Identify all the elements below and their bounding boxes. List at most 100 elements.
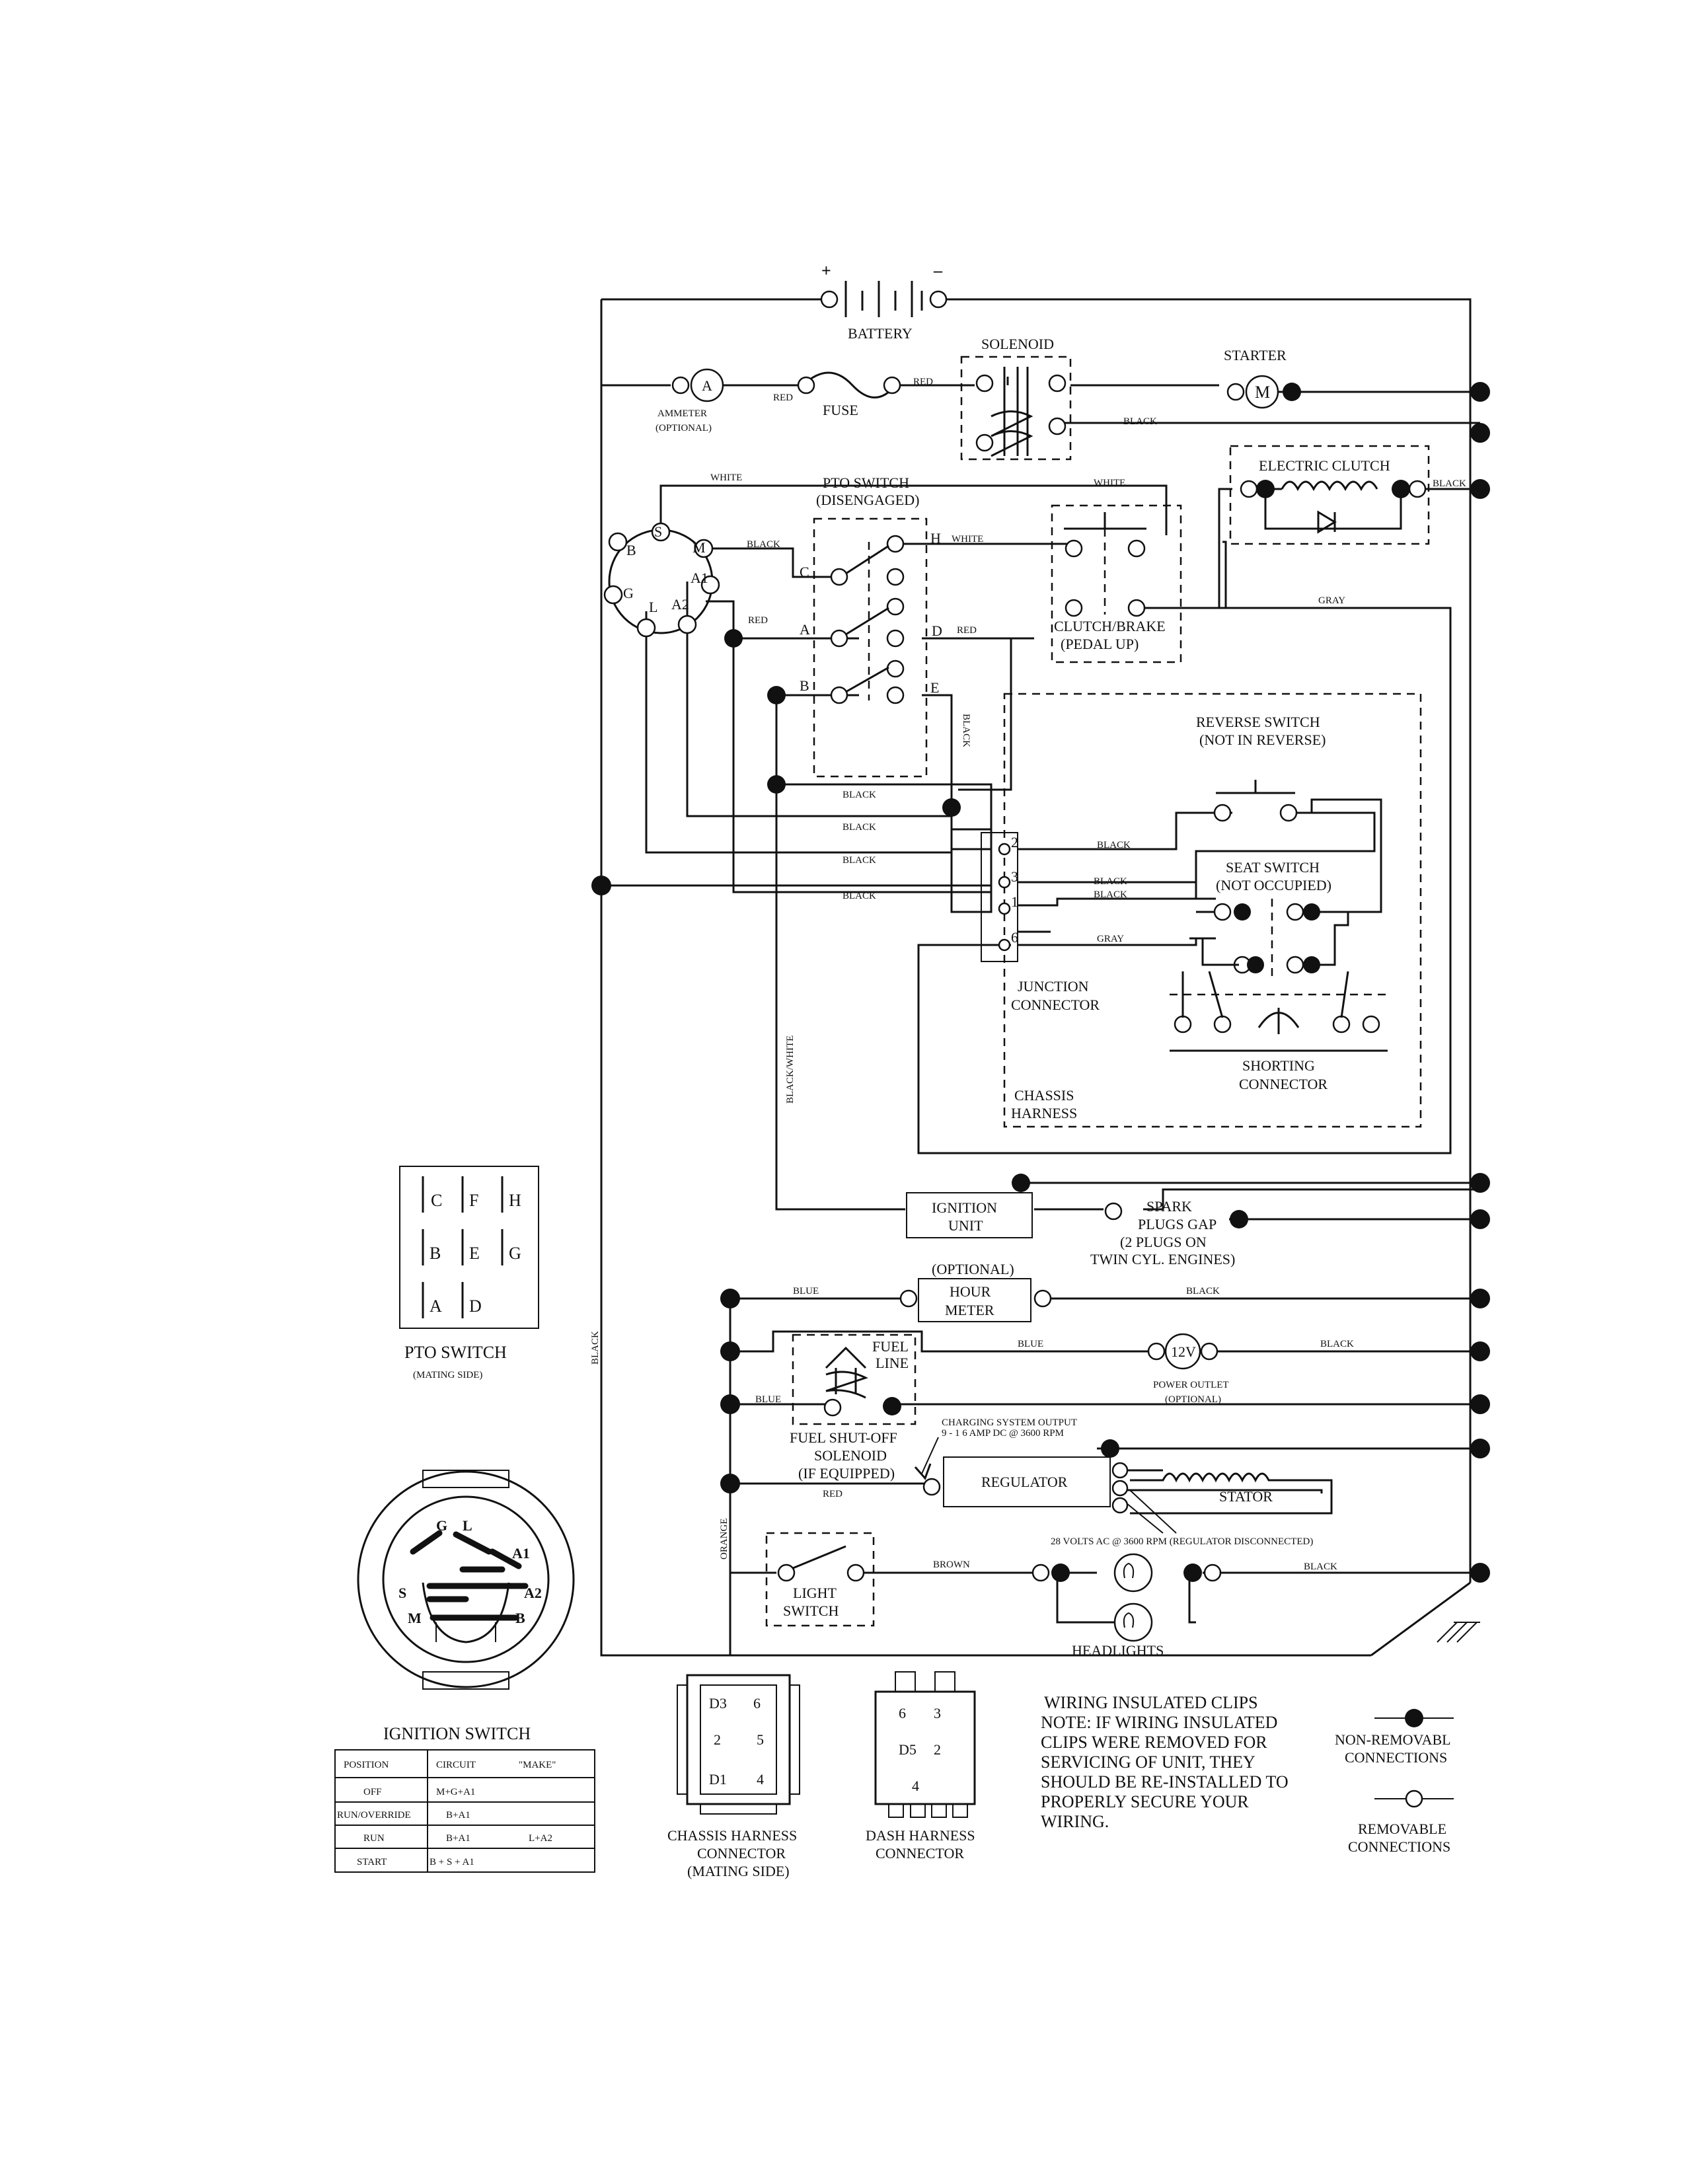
battery-plus-label: + bbox=[821, 261, 831, 280]
ignition-terminal-a2: A2 bbox=[671, 596, 689, 613]
battery-label: BATTERY bbox=[848, 325, 913, 342]
wire-label-black-1: BLACK bbox=[1123, 416, 1157, 427]
wire-label-white-1: WHITE bbox=[710, 472, 742, 483]
dial-label-l: L bbox=[463, 1517, 472, 1534]
pto-mating-subtitle: (MATING SIDE) bbox=[413, 1370, 482, 1380]
ignition-switch-schematic: S M B A1 G L A2 bbox=[603, 522, 743, 648]
power-outlet: 12V POWER OUTLET (OPTIONAL) bbox=[1147, 1333, 1229, 1405]
ignition-terminal-m: M bbox=[693, 539, 706, 556]
wire-label-brown: BROWN bbox=[933, 1560, 970, 1570]
chassis-pin-d1: D1 bbox=[709, 1771, 727, 1788]
chassis-harness-label-1: CHASSIS bbox=[1014, 1087, 1074, 1104]
clutch-brake-switch: CLUTCH/BRAKE (PEDAL UP) bbox=[1051, 504, 1182, 663]
junction-pin-1: 1 bbox=[1011, 893, 1018, 910]
ignition-terminal-l: L bbox=[649, 599, 657, 615]
ammeter-optional-label: (OPTIONAL) bbox=[655, 423, 712, 433]
wire-label-black-14: BLACK bbox=[1320, 1339, 1354, 1349]
pto-switch-label: PTO SWITCH bbox=[823, 474, 909, 491]
reverse-switch-state: (NOT IN REVERSE) bbox=[1199, 732, 1326, 748]
chassis-pin-4: 4 bbox=[757, 1771, 764, 1788]
light-switch: LIGHT SWITCH bbox=[765, 1532, 875, 1627]
legend-removable-1: REMOVABLE bbox=[1358, 1821, 1446, 1837]
spark-plugs-label-4: TWIN CYL. ENGINES) bbox=[1090, 1251, 1235, 1267]
pto-mating-row-1: C F H bbox=[422, 1176, 521, 1213]
headlights-label: HEADLIGHTS bbox=[1072, 1642, 1164, 1659]
pto-terminal-e: E bbox=[930, 679, 939, 696]
wire-label-white-2: WHITE bbox=[1094, 478, 1125, 488]
table-cell-start-circuit: B + S + A1 bbox=[430, 1857, 474, 1867]
dash-connector-title-2: CONNECTOR bbox=[876, 1845, 964, 1862]
power-outlet-label-2: (OPTIONAL) bbox=[1165, 1394, 1221, 1405]
junction-dots bbox=[591, 382, 1490, 1583]
legend-non-removable-1: NON-REMOVABL bbox=[1335, 1731, 1451, 1748]
hour-meter: (OPTIONAL) HOUR METER bbox=[899, 1261, 1052, 1322]
clutch-brake-label: CLUTCH/BRAKE bbox=[1054, 618, 1166, 634]
table-cell-runoverride-position: RUN/OVERRIDE bbox=[337, 1810, 411, 1821]
dash-harness-connector: 6 3 D5 2 4 DASH HARNESS CONNECTOR bbox=[866, 1671, 976, 1862]
note-line-5: SHOULD BE RE-INSTALLED TO bbox=[1041, 1772, 1289, 1791]
chassis-connector-title-3: (MATING SIDE) bbox=[687, 1863, 790, 1879]
legend-removable-marker bbox=[1405, 1789, 1423, 1808]
battery-symbol: + – BATTERY bbox=[820, 261, 948, 342]
ignition-switch-title: IGNITION SWITCH bbox=[383, 1724, 531, 1743]
wire-label-gray-1: GRAY bbox=[1318, 595, 1345, 606]
wire-label-black-11: BLACK bbox=[961, 714, 971, 747]
dash-pin-3: 3 bbox=[934, 1705, 941, 1721]
pto-mating-row-2: B E G bbox=[422, 1229, 521, 1265]
wire-label-gray-2: GRAY bbox=[1097, 934, 1124, 944]
pto-switch-schematic: PTO SWITCH (DISENGAGED) C H A D B E bbox=[767, 474, 961, 817]
pto-mating-cell-c: C bbox=[431, 1191, 442, 1210]
dash-pin-4: 4 bbox=[912, 1778, 919, 1794]
note-line-2: NOTE: IF WIRING INSULATED bbox=[1041, 1713, 1277, 1732]
table-header-make: "MAKE" bbox=[519, 1760, 556, 1770]
table-cell-off-position: OFF bbox=[363, 1787, 382, 1797]
wire-label-black-6: BLACK bbox=[842, 855, 876, 866]
wire-label-orange: ORANGE bbox=[719, 1519, 730, 1560]
chassis-harness-connector: D3 6 2 5 D1 4 CHASSIS HARNESS CONNECTOR … bbox=[667, 1674, 800, 1879]
pto-terminal-d: D bbox=[932, 622, 942, 639]
ignition-switch-diagram: G L A1 S A2 M B IGNITION SWITCH POSITION… bbox=[334, 1470, 595, 1873]
ignition-terminal-b: B bbox=[626, 542, 636, 558]
fuse: FUSE bbox=[797, 376, 901, 418]
ignition-unit-label-1: IGNITION bbox=[932, 1199, 997, 1216]
junction-pin-2: 2 bbox=[1011, 834, 1018, 850]
ignition-terminal-s: S bbox=[654, 523, 662, 540]
starter-symbol: M bbox=[1255, 383, 1270, 402]
table-cell-start-position: START bbox=[357, 1857, 387, 1867]
table-cell-run-position: RUN bbox=[363, 1833, 385, 1844]
electric-clutch: ELECTRIC CLUTCH bbox=[1229, 445, 1430, 545]
chassis-harness: 2 3 1 6 JUNCTION CONNECTOR CHASSIS HARNE… bbox=[981, 693, 1422, 1128]
pto-switch-mating-diagram: C F H B E G A D PTO SWITCH (MATING SIDE) bbox=[399, 1166, 539, 1380]
wire-label-red-4: RED bbox=[957, 625, 977, 636]
legend-removable-2: CONNECTIONS bbox=[1348, 1838, 1450, 1855]
wire-label-red-3: RED bbox=[748, 615, 768, 626]
ignition-unit: IGNITION UNIT SPARK PLUGS GAP (2 PLUGS O… bbox=[906, 1174, 1248, 1267]
electric-clutch-label: ELECTRIC CLUTCH bbox=[1259, 457, 1390, 474]
fuel-solenoid: FUEL LINE FUEL SHUT-OFF SOLENOID (IF EQU… bbox=[790, 1334, 917, 1482]
junction-label-1: JUNCTION bbox=[1018, 978, 1089, 995]
ignition-terminal-a1: A1 bbox=[691, 570, 708, 586]
shorting-connector-label-2: CONNECTOR bbox=[1239, 1076, 1328, 1092]
pto-mating-cell-e: E bbox=[469, 1244, 480, 1263]
wire-label-black-2: BLACK bbox=[1433, 478, 1466, 489]
power-outlet-label-1: POWER OUTLET bbox=[1153, 1380, 1229, 1390]
pto-mating-cell-h: H bbox=[509, 1191, 521, 1210]
wire-label-red-1: RED bbox=[773, 393, 793, 403]
pto-mating-cell-g: G bbox=[509, 1244, 521, 1263]
chassis-pin-5: 5 bbox=[757, 1731, 764, 1748]
power-outlet-symbol: 12V bbox=[1171, 1343, 1196, 1360]
chassis-pin-d3: D3 bbox=[709, 1695, 727, 1712]
reverse-switch-label: REVERSE SWITCH bbox=[1196, 714, 1320, 730]
wire-label-red-5: RED bbox=[823, 1489, 842, 1499]
dial-label-g: G bbox=[436, 1517, 447, 1534]
stator-label: STATOR bbox=[1219, 1488, 1273, 1505]
note-line-7: WIRING. bbox=[1041, 1812, 1109, 1831]
dash-pin-d5: D5 bbox=[899, 1741, 917, 1758]
wire-label-black-4: BLACK bbox=[842, 790, 876, 800]
pto-mating-cell-a: A bbox=[430, 1297, 442, 1316]
dial-label-a2: A2 bbox=[524, 1585, 542, 1601]
dial-label-s: S bbox=[398, 1585, 406, 1601]
wire-label-black-15: BLACK bbox=[1304, 1562, 1337, 1572]
pto-switch-state: (DISENGAGED) bbox=[816, 492, 919, 508]
